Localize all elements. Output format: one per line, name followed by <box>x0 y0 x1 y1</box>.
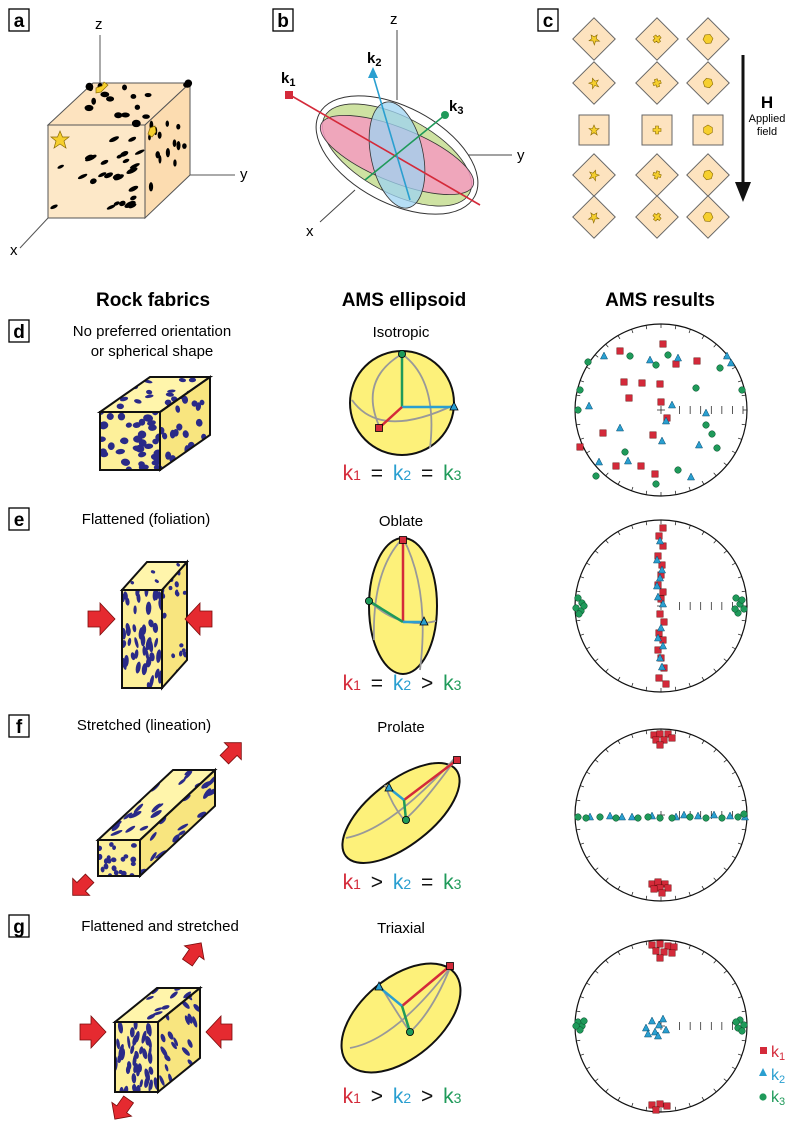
compress-arrow-left-icon <box>88 603 115 635</box>
b-y-label: y <box>517 147 525 164</box>
equation-g: k1 > k2 > k3 <box>343 1085 462 1108</box>
stretch-arrow-upper-g-icon <box>178 936 211 969</box>
ellipsoid-isotropic <box>350 350 458 455</box>
col-header-ams-results: AMS results <box>605 290 715 311</box>
panel-c-letter: c <box>543 11 554 32</box>
b-x-label: x <box>306 223 314 240</box>
row-g-letter: g <box>9 915 29 938</box>
stereonet-f <box>575 729 749 901</box>
legend-k1-label: k1 <box>771 1044 785 1063</box>
legend-k2-triangle-icon <box>759 1068 767 1076</box>
legend-k1-square-icon <box>760 1047 767 1054</box>
b-k1-marker <box>285 91 293 99</box>
col-header-rock-fabrics: Rock fabrics <box>96 290 210 311</box>
ellipsoid-oblate <box>365 537 437 675</box>
fabric-block-d <box>96 372 212 473</box>
svg-text:k1 > k2 >: k1 > k2 > k3 <box>343 1085 462 1108</box>
fabric-block-f <box>64 734 250 904</box>
rotating-samples <box>573 18 729 238</box>
fabric-block-e <box>88 559 212 690</box>
ellipsoid-e-caption: Oblate <box>379 513 423 530</box>
field-label-line1: Applied <box>749 113 786 125</box>
fabric-e-caption: Flattened (foliation) <box>82 511 210 528</box>
fabric-g-caption: Flattened and stretched <box>81 918 239 935</box>
ellipsoid-prolate <box>326 745 476 882</box>
svg-text:f: f <box>16 717 23 738</box>
svg-text:k1 = k2 =: k1 = k2 = k3 <box>343 462 462 485</box>
legend: k1 k2 k3 <box>759 1044 785 1108</box>
ellipsoid-triaxial <box>322 942 481 1093</box>
svg-text:d: d <box>13 322 25 343</box>
stereonet-g <box>573 940 748 1113</box>
svg-text:g: g <box>13 917 25 938</box>
panel-b-letter: b <box>277 11 289 32</box>
panel-b: b z y x k1 k2 k3 <box>273 9 525 240</box>
legend-k2-label: k2 <box>771 1067 785 1086</box>
stretch-arrow-upper-icon <box>216 734 250 768</box>
panel-c: c H Applied field <box>538 9 785 238</box>
legend-k3-circle-icon <box>759 1093 766 1100</box>
compress-arrow-right-g-icon <box>206 1016 232 1048</box>
ellipsoid-f-caption: Prolate <box>377 719 425 736</box>
b-k1-label: k1 <box>281 70 295 89</box>
row-f-letter: f <box>9 715 29 738</box>
compress-arrow-right-icon <box>185 603 212 635</box>
svg-text:k1 > k2 =: k1 > k2 = k3 <box>343 871 462 894</box>
panel-a-letter: a <box>14 11 25 32</box>
panel-a: a z y x <box>9 9 248 259</box>
b-k2-label: k2 <box>367 50 381 69</box>
a-x-axis <box>20 218 48 248</box>
field-symbol: H <box>761 93 773 112</box>
fabric-f-caption: Stretched (lineation) <box>77 717 211 734</box>
col-header-ams-ellipsoid: AMS ellipsoid <box>342 290 467 311</box>
a-z-label: z <box>95 16 103 33</box>
b-x-axis <box>320 190 355 222</box>
ellipsoid-g-caption: Triaxial <box>377 920 425 937</box>
equation-d: k1 = k2 = k3 <box>343 462 462 485</box>
a-y-label: y <box>240 166 248 183</box>
a-x-label: x <box>10 242 18 259</box>
ellipsoid-d-caption: Isotropic <box>373 324 430 341</box>
b-k3-label: k3 <box>449 98 463 117</box>
field-arrow-icon <box>735 182 751 202</box>
svg-text:k1 = k2 >: k1 = k2 > k3 <box>343 672 462 695</box>
b-z-label: z <box>390 11 398 28</box>
equation-f: k1 > k2 = k3 <box>343 871 462 894</box>
row-e-letter: e <box>9 508 29 531</box>
svg-text:e: e <box>14 510 25 531</box>
stretch-arrow-lower-g-icon <box>105 1093 138 1124</box>
b-k3-marker <box>441 111 449 119</box>
fabric-block-g <box>80 936 232 1124</box>
field-label-line2: field <box>757 126 777 138</box>
stereonet-d <box>575 324 747 496</box>
fabric-d-line2: or spherical shape <box>91 343 214 360</box>
legend-k3-label: k3 <box>771 1089 785 1108</box>
compress-arrow-left-g-icon <box>80 1016 106 1048</box>
fabric-d-line1: No preferred orientation <box>73 323 231 340</box>
equation-e: k1 = k2 > k3 <box>343 672 462 695</box>
stretch-arrow-lower-icon <box>64 870 98 904</box>
row-d-letter: d <box>9 320 29 343</box>
stereonet-e <box>573 520 748 692</box>
